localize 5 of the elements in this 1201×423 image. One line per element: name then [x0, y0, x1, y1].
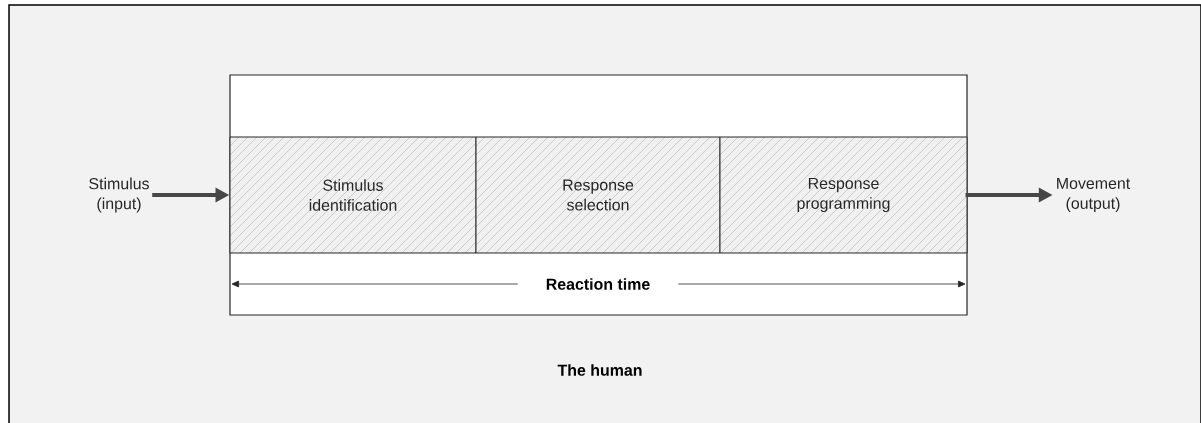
- stage-box: Response programming: [719, 136, 968, 254]
- node-text: Stimulus (input): [89, 177, 149, 213]
- node-text: Movement (output): [1057, 177, 1131, 213]
- stage-box: Stimulus identification: [229, 136, 477, 254]
- stage-box: Response selection: [475, 136, 721, 254]
